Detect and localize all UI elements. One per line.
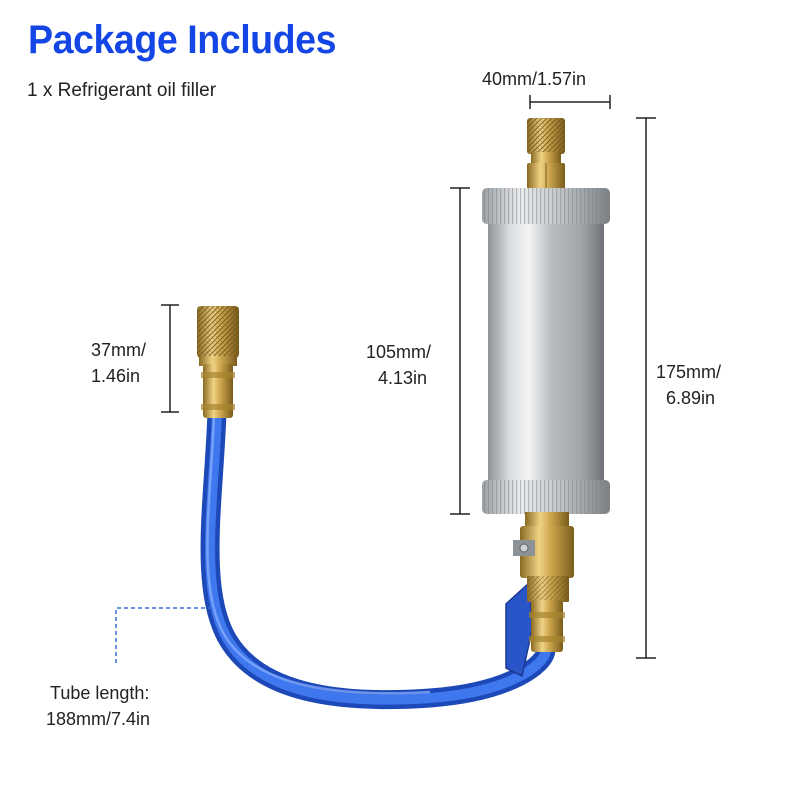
right-ferrule bbox=[531, 600, 563, 652]
fitting-length-in: 1.46in bbox=[91, 366, 141, 386]
canister-length-mm: 105mm/ bbox=[366, 342, 432, 362]
tube-length-caption: Tube length: bbox=[50, 683, 150, 703]
package-contents-text: 1 x Refrigerant oil filler bbox=[27, 80, 217, 101]
canister-length-in: 4.13in bbox=[378, 368, 428, 388]
top-width-label: 40mm/1.57in bbox=[482, 69, 587, 89]
total-length-mm: 175mm/ bbox=[656, 362, 722, 382]
total-length-label: 175mm/ 6.89in bbox=[656, 359, 721, 411]
canister-body bbox=[488, 224, 604, 480]
fitting-length-mm: 37mm/ bbox=[91, 340, 147, 360]
tube-length-value: 188mm/7.4in bbox=[46, 709, 151, 729]
total-length-in: 6.89in bbox=[666, 388, 716, 408]
page-title: Package Includes bbox=[28, 18, 337, 62]
canister-length-label: 105mm/ 4.13in bbox=[366, 339, 431, 391]
fitting-length-label: 37mm/ 1.46in bbox=[91, 337, 146, 389]
valve-body bbox=[520, 526, 574, 578]
tube-length-label: Tube length: 188mm/7.4in bbox=[46, 680, 150, 732]
